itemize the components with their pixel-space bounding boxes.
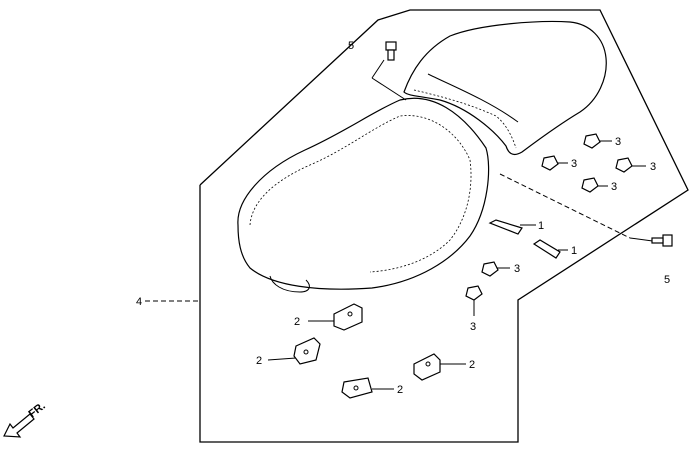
direction-marker: FR. bbox=[3, 400, 48, 438]
bracket-3 bbox=[341, 377, 373, 399]
callout-bolt-right: 5 bbox=[664, 274, 670, 286]
bracket-2 bbox=[293, 337, 321, 365]
clip-6 bbox=[465, 285, 483, 301]
callout-labels: 5 5 4 1 1 3 3 3 3 3 3 2 2 2 2 bbox=[136, 40, 670, 396]
callout-bracket: 2 bbox=[469, 359, 475, 371]
callout-band: 1 bbox=[538, 220, 544, 232]
clip-2 bbox=[541, 155, 559, 171]
callout-bracket: 2 bbox=[294, 316, 300, 328]
callout-clip: 3 bbox=[615, 136, 621, 148]
callout-clip: 3 bbox=[650, 161, 656, 173]
clip-4 bbox=[581, 177, 599, 193]
bracket-1 bbox=[333, 303, 363, 331]
callout-clip: 3 bbox=[470, 321, 476, 333]
clip-1 bbox=[583, 133, 601, 149]
bolt-top bbox=[385, 41, 397, 61]
clip-5 bbox=[481, 261, 499, 277]
callout-clip: 3 bbox=[514, 263, 520, 275]
callout-bolt-top: 5 bbox=[348, 40, 354, 52]
arrow-down-left-icon bbox=[3, 413, 35, 438]
callout-clip: 3 bbox=[611, 181, 617, 193]
callout-bracket: 2 bbox=[397, 384, 403, 396]
seat-body bbox=[237, 20, 607, 293]
assembly-frame bbox=[199, 9, 689, 443]
callout-band: 1 bbox=[571, 245, 577, 257]
band-upper bbox=[488, 219, 523, 235]
callout-bracket: 2 bbox=[256, 355, 262, 367]
bracket-4 bbox=[413, 353, 441, 381]
clip-3 bbox=[615, 157, 633, 173]
bolt-right bbox=[651, 234, 673, 247]
band-lower bbox=[532, 239, 561, 259]
callout-assembly: 4 bbox=[136, 296, 142, 308]
callout-clip: 3 bbox=[571, 158, 577, 170]
